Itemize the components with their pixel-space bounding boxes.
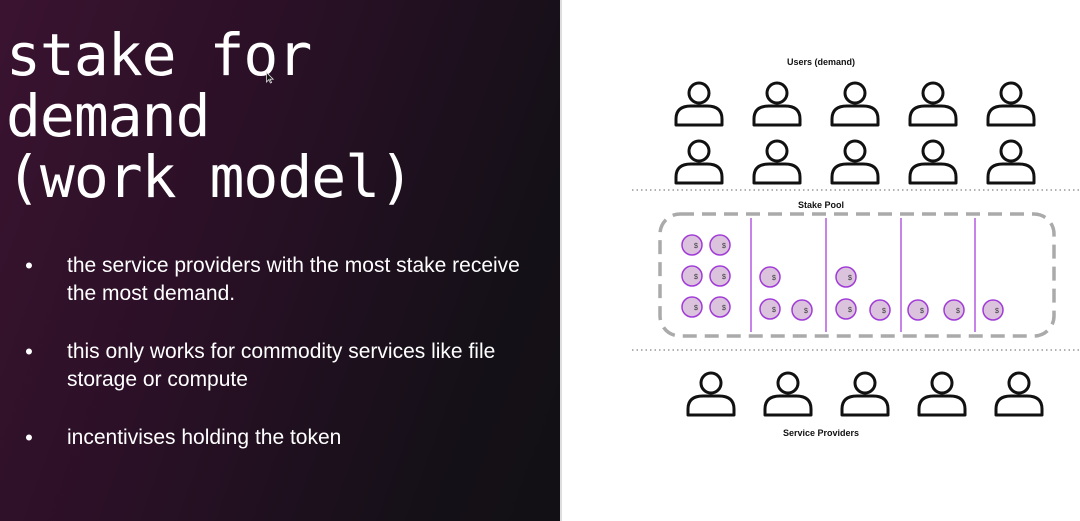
person-icon	[908, 139, 958, 185]
title-line-3: (work model)	[6, 143, 414, 211]
bullet-dot-icon: •	[25, 339, 33, 364]
bullet-text: this only works for commodity services l…	[67, 340, 496, 391]
stake-coin-icon: $	[869, 299, 891, 321]
title-line-2: demand	[6, 82, 211, 150]
stake-coin-icon: $	[709, 234, 731, 256]
person-icon	[763, 371, 813, 417]
svg-text:$: $	[772, 307, 776, 314]
stake-coin-icon: $	[943, 299, 965, 321]
svg-text:$: $	[956, 308, 960, 315]
person-icon	[752, 139, 802, 185]
svg-text:$: $	[694, 243, 698, 250]
bullet-item: • the service providers with the most st…	[22, 252, 542, 308]
stake-coin-icon: $	[982, 299, 1004, 321]
diagram-panel: Users (demand) Stake Pool Service Provid…	[562, 0, 1080, 521]
bullet-dot-icon: •	[25, 425, 33, 450]
svg-text:$: $	[882, 308, 886, 315]
panel-divider	[560, 0, 562, 521]
person-icon	[686, 371, 736, 417]
stake-diagram: $ $ $ $ $ $ $ $ $ $ $ $ $ $ $	[632, 81, 1080, 417]
stake-coin-icon: $	[759, 298, 781, 320]
stake-coin-icon: $	[835, 298, 857, 320]
bullet-item: • this only works for commodity services…	[22, 338, 542, 394]
person-icon	[830, 139, 880, 185]
stake-pool-label: Stake Pool	[797, 200, 844, 210]
stake-pool-box	[658, 212, 1056, 338]
svg-text:$: $	[920, 308, 924, 315]
person-icon	[674, 139, 724, 185]
service-providers-label: Service Providers	[782, 428, 860, 438]
stake-coin-icon: $	[759, 266, 781, 288]
person-icon	[986, 81, 1036, 127]
svg-text:$: $	[722, 305, 726, 312]
slide-text-panel: stake for demand (work model) • the serv…	[0, 0, 560, 521]
person-icon	[986, 139, 1036, 185]
bullet-dot-icon: •	[25, 253, 33, 278]
svg-text:$: $	[804, 308, 808, 315]
person-icon	[674, 81, 724, 127]
person-icon	[752, 81, 802, 127]
users-label: Users (demand)	[786, 57, 856, 67]
svg-text:$: $	[694, 274, 698, 281]
stake-coin-icon: $	[681, 265, 703, 287]
person-icon	[830, 81, 880, 127]
svg-text:$: $	[848, 275, 852, 282]
bullet-text: the service providers with the most stak…	[67, 254, 520, 305]
person-icon	[908, 81, 958, 127]
svg-text:$: $	[772, 275, 776, 282]
stake-coin-icon: $	[709, 265, 731, 287]
stake-coin-icon: $	[709, 296, 731, 318]
stake-coin-icon: $	[681, 234, 703, 256]
person-icon	[917, 371, 967, 417]
stake-coin-icon: $	[681, 296, 703, 318]
svg-text:$: $	[848, 307, 852, 314]
stake-coin-icon: $	[835, 266, 857, 288]
bullet-list: • the service providers with the most st…	[22, 252, 542, 482]
title-line-1: stake for	[6, 21, 312, 89]
stake-coin-icon: $	[791, 299, 813, 321]
bullet-item: • incentivises holding the token	[22, 424, 542, 452]
bullet-text: incentivises holding the token	[67, 426, 342, 449]
stake-coin-icon: $	[907, 299, 929, 321]
svg-text:$: $	[694, 305, 698, 312]
slide-title: stake for demand (work model)	[6, 21, 414, 211]
mouse-pointer-icon	[266, 71, 275, 84]
svg-text:$: $	[995, 308, 999, 315]
svg-text:$: $	[722, 243, 726, 250]
person-icon	[840, 371, 890, 417]
person-icon	[994, 371, 1044, 417]
svg-text:$: $	[722, 274, 726, 281]
